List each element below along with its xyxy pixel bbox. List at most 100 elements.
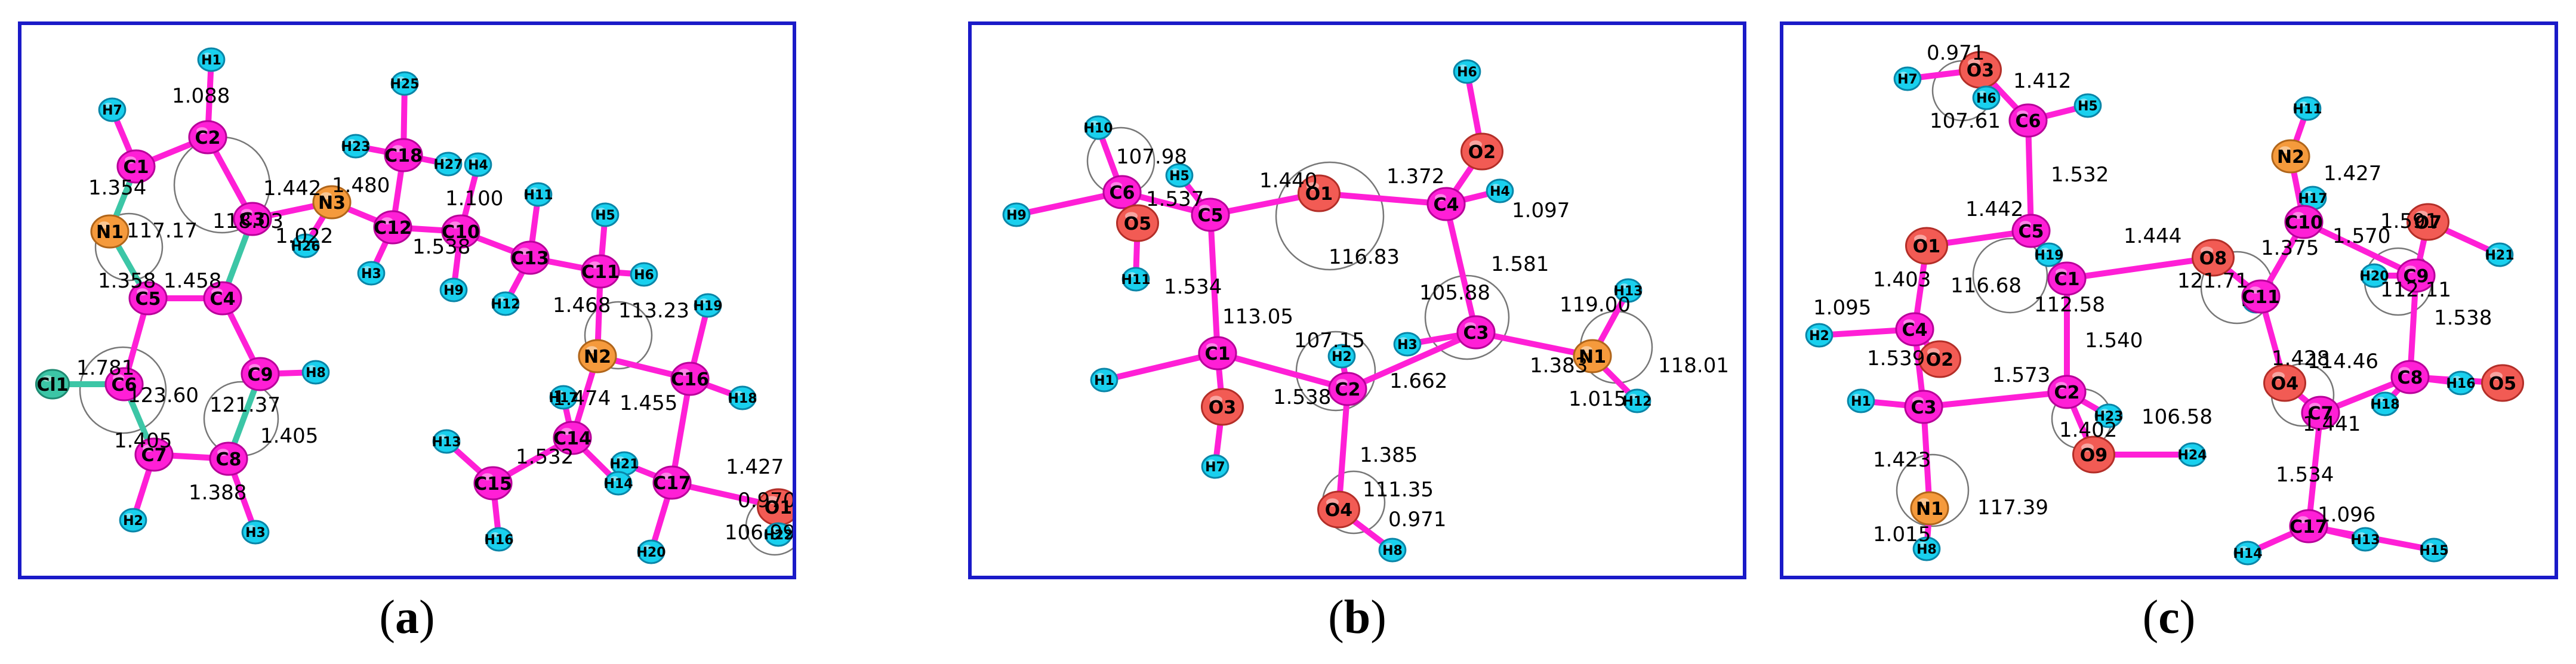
atom-label: N2 xyxy=(2277,147,2304,168)
atom-label: O1 xyxy=(1305,184,1333,205)
atom-n: N1 xyxy=(1910,491,1949,526)
bond xyxy=(2025,118,2034,234)
atom-c: C17 xyxy=(2289,509,2328,543)
caption-b: (b) xyxy=(1328,591,1386,644)
atom-label: H18 xyxy=(728,391,757,406)
atom-c: C6 xyxy=(1102,175,1142,209)
atom-label: H23 xyxy=(2094,409,2123,424)
atom-label: O2 xyxy=(1926,350,1953,370)
atom-label: C11 xyxy=(581,262,620,283)
measurement-label: 1.372 xyxy=(1386,165,1444,189)
measurement-label: 106.99 xyxy=(725,521,793,545)
atom-label: C4 xyxy=(1434,194,1459,215)
atom-h: H14 xyxy=(603,471,633,496)
molecule-c: O3H7H6C6H5C5O1H19C1O8H22C11C4H2O2C3H1C2H… xyxy=(1805,41,2524,566)
atom-label: H5 xyxy=(1169,169,1190,184)
measurement-label: 1.458 xyxy=(164,269,221,293)
atom-c: C17 xyxy=(652,465,692,500)
atom-n: N1 xyxy=(90,214,130,249)
atom-label: H3 xyxy=(361,267,381,282)
measurement-label: 1.358 xyxy=(98,269,156,293)
atom-h: H4 xyxy=(464,152,492,177)
measurement-label: 1.442 xyxy=(1965,197,2023,221)
measurement-label: 106.58 xyxy=(2141,405,2213,429)
atom-label: N2 xyxy=(584,347,611,367)
atom-label: H1 xyxy=(1851,394,1871,409)
atom-h: H9 xyxy=(1002,202,1031,227)
atom-label: C4 xyxy=(1902,320,1928,341)
bond xyxy=(1921,389,2070,410)
atom-label: C7 xyxy=(2308,403,2334,424)
atom-label: H6 xyxy=(634,268,654,283)
atom-n: N2 xyxy=(2271,139,2310,174)
angle-arc xyxy=(94,212,164,282)
atom-h: H23 xyxy=(341,134,371,159)
atom-h: H9 xyxy=(439,277,468,302)
atom-n: N1 xyxy=(1573,339,1612,373)
bond xyxy=(2306,410,2324,529)
atom-label: H7 xyxy=(1205,460,1225,475)
measurement-label: 1.441 xyxy=(2303,412,2361,436)
atom-label: H18 xyxy=(2370,397,2399,412)
atom-label: C15 xyxy=(474,474,512,495)
atom-h: H5 xyxy=(1165,163,1194,188)
atom-label: H6 xyxy=(1976,91,1996,106)
atom-label: O5 xyxy=(1124,214,1151,234)
atom-label: H7 xyxy=(102,103,122,118)
atom-c: C1 xyxy=(1198,336,1237,370)
atom-h: H4 xyxy=(1486,178,1514,203)
atom-h: H12 xyxy=(1622,388,1652,413)
atom-h: H6 xyxy=(1972,85,2001,110)
measurement-label: 1.532 xyxy=(2051,163,2109,187)
atom-label: O5 xyxy=(2489,373,2516,394)
atom-h: H11 xyxy=(1121,267,1151,292)
atom-h: H19 xyxy=(693,293,723,318)
measurement-label: 1.402 xyxy=(2059,418,2117,442)
measurement-label: 1.354 xyxy=(88,176,146,200)
atom-o: O5 xyxy=(2481,364,2524,402)
atom-h: H20 xyxy=(636,539,666,564)
atom-h: H7 xyxy=(1893,66,1922,91)
atom-o: O7 xyxy=(2406,203,2449,241)
measurement-label: 1.385 xyxy=(1360,443,1418,467)
atom-label: C8 xyxy=(216,449,242,470)
atom-c: C2 xyxy=(2047,375,2087,409)
measurement-label: 1.573 xyxy=(1992,363,2050,387)
atom-label: H4 xyxy=(468,158,488,173)
atom-c: C11 xyxy=(2241,279,2281,314)
atom-h: H22 xyxy=(763,522,793,547)
atom-label: O3 xyxy=(1209,397,1236,418)
measurement-label: 1.015 xyxy=(1569,387,1626,411)
angle-arc xyxy=(1972,237,2048,314)
measurement-label: 114.46 xyxy=(2307,350,2378,373)
atom-label: H20 xyxy=(2359,269,2389,284)
atom-h: H8 xyxy=(1378,538,1407,563)
atom-c: C3 xyxy=(233,202,272,236)
atom-label: H19 xyxy=(2034,248,2063,263)
measurement-label: 1.781 xyxy=(76,356,134,380)
atom-label: H7 xyxy=(1897,72,1918,87)
atom-h: H6 xyxy=(1453,59,1481,84)
atom-c: C6 xyxy=(2008,103,2048,138)
atom-label: H19 xyxy=(693,299,722,314)
atom-label: C10 xyxy=(442,222,480,243)
atom-h: H1 xyxy=(1847,388,1875,413)
atom-h: H11 xyxy=(523,182,553,207)
atom-label: C2 xyxy=(195,128,221,149)
atom-h: H13 xyxy=(432,429,461,454)
bond xyxy=(1345,329,1479,392)
atom-label: C14 xyxy=(553,428,591,449)
atom-label: H1 xyxy=(1094,373,1114,388)
atom-cl: Cl1 xyxy=(35,369,70,400)
atom-h: H18 xyxy=(2370,391,2400,416)
atom-label: H5 xyxy=(595,208,615,223)
atom-label: O1 xyxy=(1913,236,1940,257)
atom-o: O5 xyxy=(1116,204,1159,242)
atom-label: Cl1 xyxy=(36,375,68,396)
atom-label: H9 xyxy=(1006,208,1027,223)
measurement-label: 116.68 xyxy=(1951,274,2022,298)
atom-label: C18 xyxy=(384,146,423,166)
atom-label: O7 xyxy=(2414,212,2442,233)
atom-h: H11 xyxy=(2292,96,2322,121)
atom-label: H2 xyxy=(1809,329,1829,344)
